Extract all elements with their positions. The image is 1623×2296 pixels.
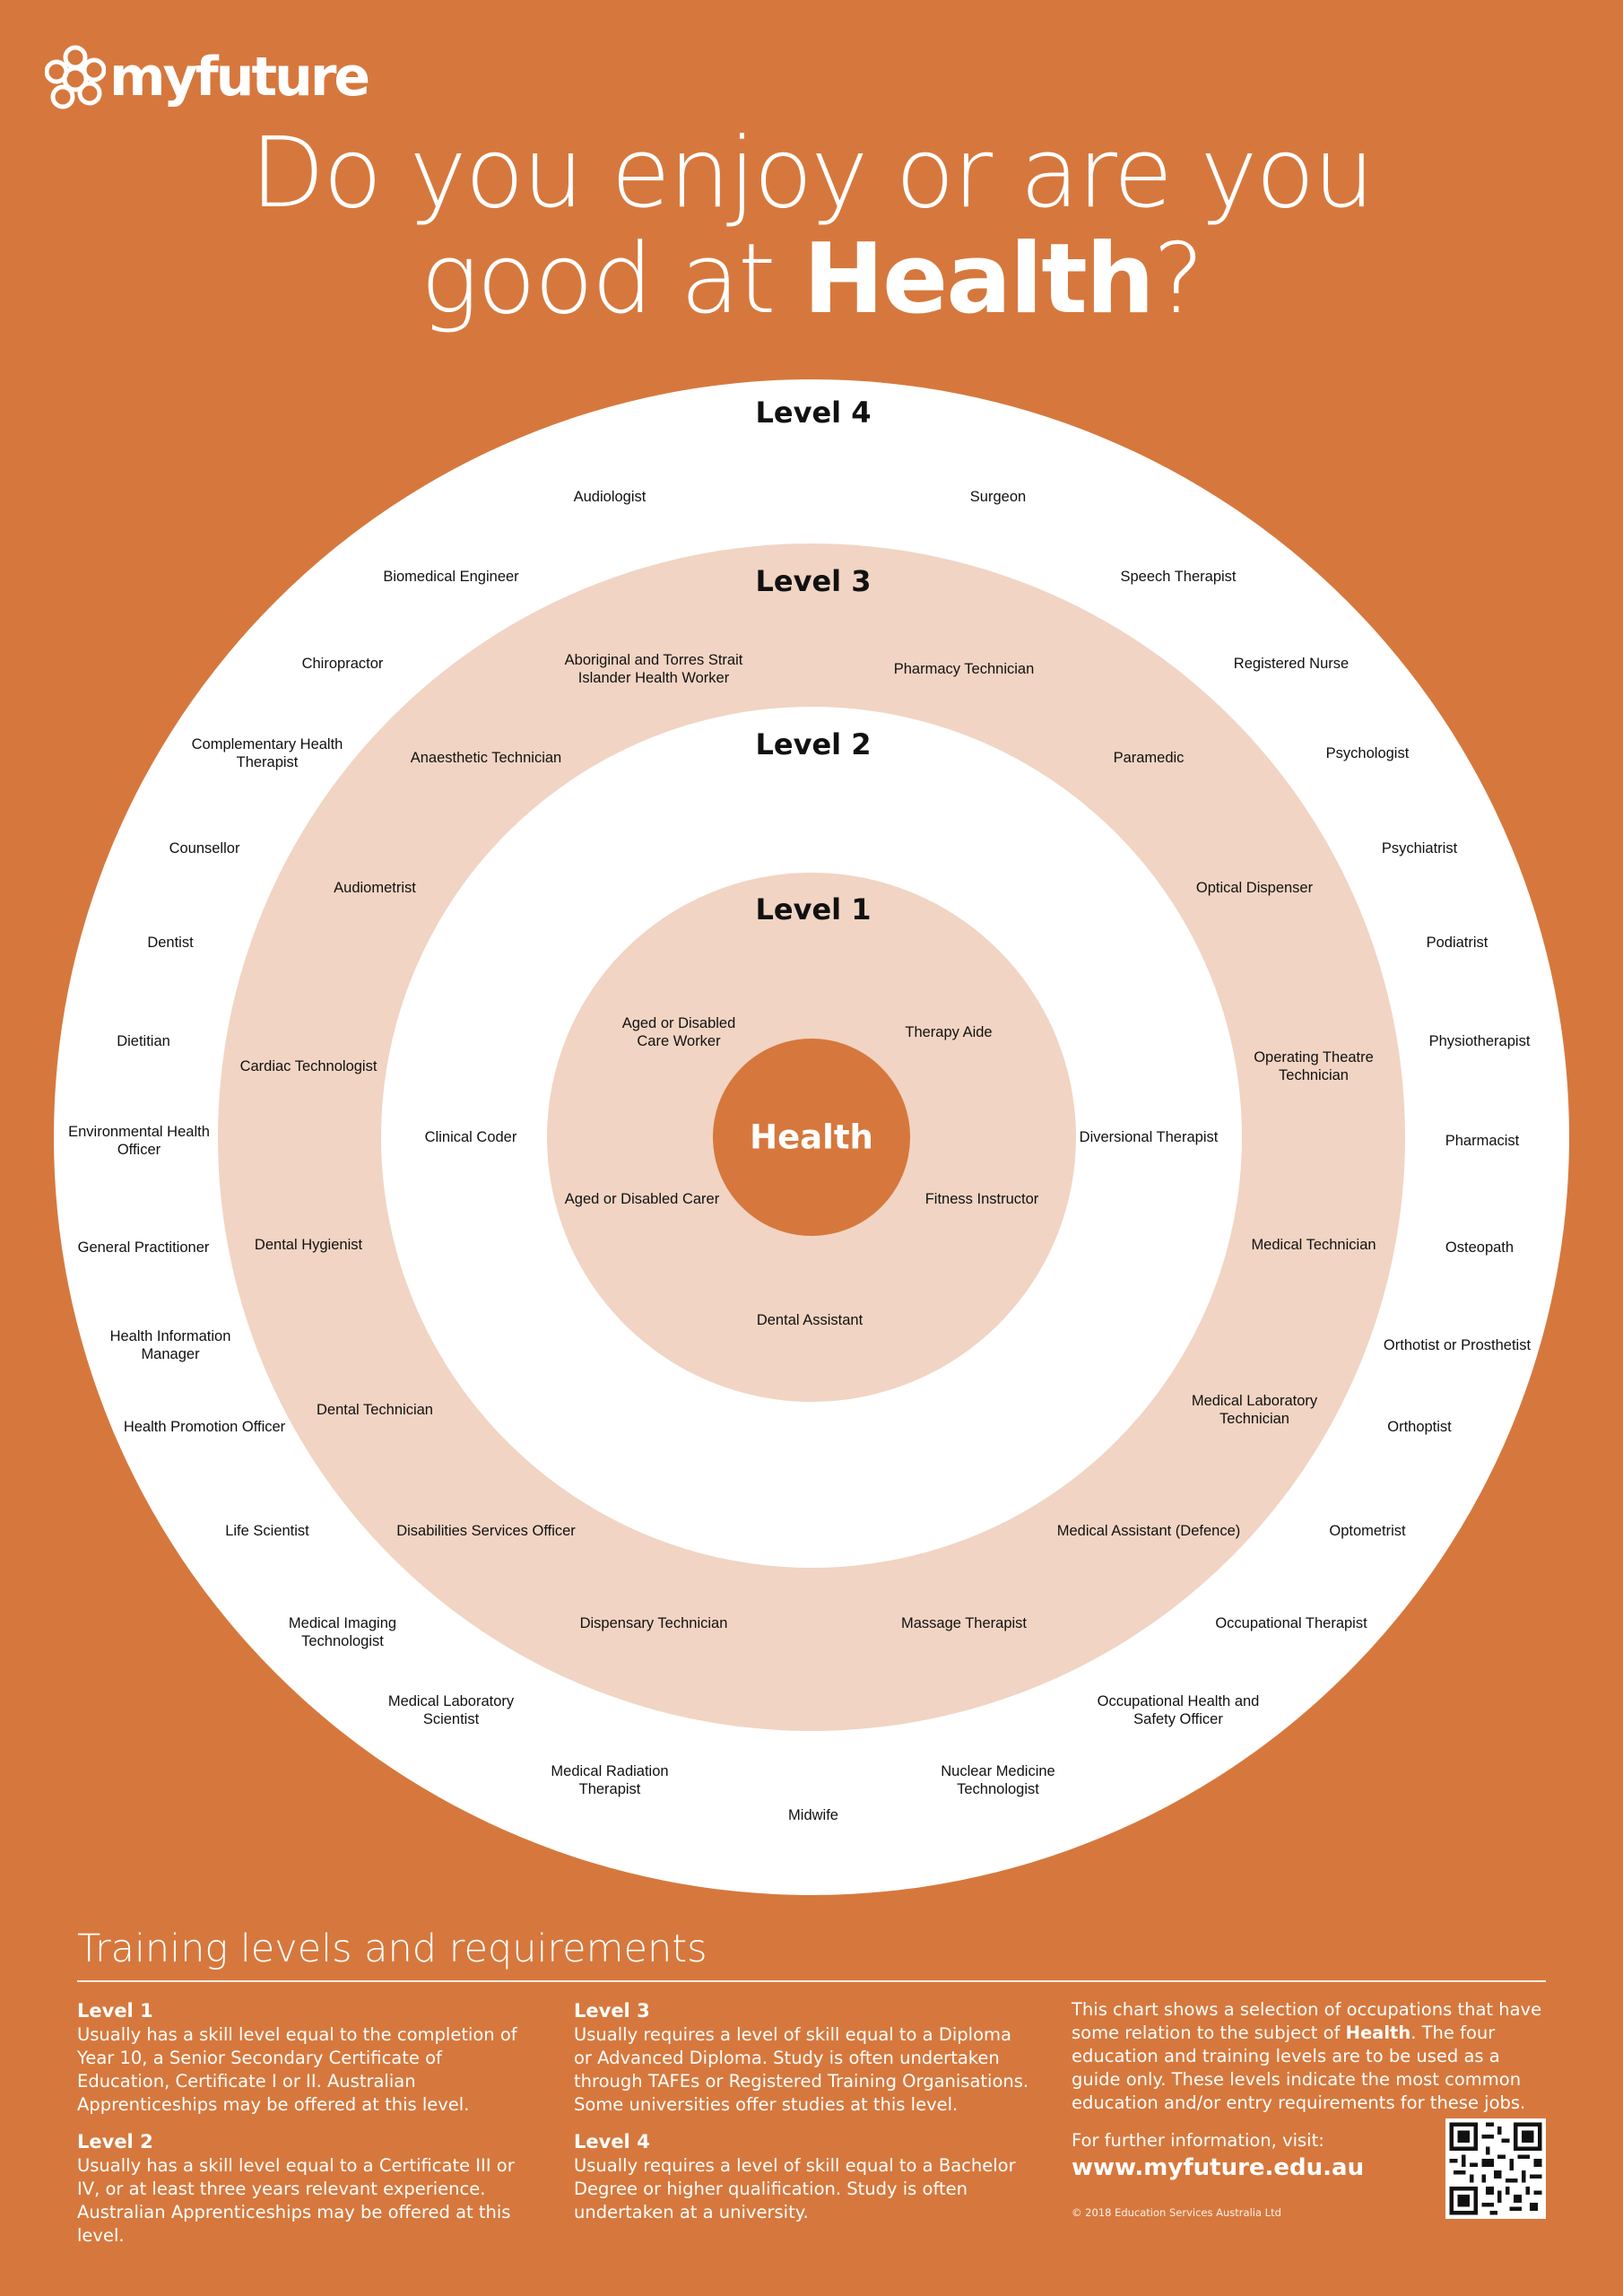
level-1-heading: Level 1 (77, 2000, 153, 2022)
myfuture-logo[interactable]: myfuture (45, 43, 370, 111)
logo-text: myfuture (109, 46, 370, 109)
occupation-item: Complementary Health Therapist (191, 736, 343, 770)
training-levels-title: Training levels and requirements (77, 1926, 707, 1971)
occupation-item: Chiropractor (301, 656, 384, 672)
occupation-item: Nuclear Medicine Technologist (941, 1763, 1055, 1797)
occupation-item: Disabilities Services Officer (396, 1523, 576, 1539)
occupation-item: Orthoptist (1387, 1419, 1452, 1435)
occupation-item: Diversional Therapist (1079, 1129, 1219, 1145)
occupation-item: Dentist (147, 935, 194, 951)
rings-graphic (54, 379, 1569, 1895)
level-3-heading: Level 3 (574, 2000, 650, 2022)
chart-explanation: This chart shows a selection of occupati… (1072, 1998, 1542, 2115)
occupation-item: Massage Therapist (900, 1615, 1028, 1631)
occupation-item: Medical Technician (1251, 1237, 1376, 1253)
occupation-item: General Practitioner (77, 1239, 210, 1256)
occupation-item: Audiologist (573, 489, 647, 505)
column-info: This chart shows a selection of occupati… (1072, 1998, 1542, 2179)
level-1-description: Usually has a skill level equal to the c… (77, 2024, 517, 2115)
occupation-item: Counsellor (169, 840, 240, 857)
headline-question-mark: ? (1152, 223, 1204, 335)
logo-flower-icon (45, 45, 106, 109)
occupation-item: Health Promotion Officer (123, 1419, 286, 1435)
headline-line-2: good at Health? (0, 227, 1623, 333)
occupation-item: Fitness Instructor (924, 1191, 1039, 1207)
occupation-item: Occupational Therapist (1215, 1615, 1367, 1631)
occupation-item: Aboriginal and Torres Strait Islander He… (564, 652, 743, 686)
occupation-item: Therapy Aide (905, 1024, 993, 1040)
level-3-label: Level 3 (755, 564, 872, 598)
website-link[interactable]: www.myfuture.edu.au (1072, 2154, 1365, 2181)
headline-text: good at (420, 223, 803, 335)
occupation-item: Medical Imaging Technologist (288, 1615, 397, 1649)
occupation-item: Anaesthetic Technician (410, 750, 562, 766)
occupation-item: Health Information Manager (109, 1328, 231, 1362)
headline-subject: Health (803, 223, 1155, 335)
occupation-item: Audiometrist (334, 880, 416, 896)
page-headline: Do you enjoy or are you good at Health? (0, 121, 1623, 333)
occupation-item: Registered Nurse (1233, 656, 1350, 672)
occupation-item: Dental Technician (317, 1402, 433, 1418)
occupation-item: Medical Laboratory Technician (1191, 1393, 1318, 1427)
qr-code-graphic (1445, 2118, 1546, 2219)
occupation-item: Pharmacy Technician (893, 661, 1035, 677)
occupation-item: Biomedical Engineer (383, 569, 519, 585)
occupation-item: Osteopath (1445, 1239, 1515, 1256)
occupation-item: Midwife (788, 1807, 838, 1823)
occupation-item: Life Scientist (225, 1523, 309, 1539)
occupation-item: Optical Dispenser (1195, 880, 1314, 896)
explanation-subject: Health (1345, 2022, 1411, 2043)
occupation-item: Surgeon (969, 489, 1027, 505)
level-2-heading: Level 2 (77, 2131, 153, 2152)
occupation-item: Operating Theatre Technician (1254, 1049, 1374, 1083)
occupation-item: Paramedic (1113, 750, 1185, 766)
occupation-item: Dispensary Technician (579, 1615, 728, 1631)
occupation-item: Physiotherapist (1428, 1033, 1531, 1049)
occupation-item: Cardiac Technologist (239, 1058, 378, 1074)
center-circle (713, 1039, 910, 1236)
level-4-heading: Level 4 (574, 2131, 650, 2152)
occupation-item: Optometrist (1329, 1523, 1406, 1539)
occupation-item: Clinical Coder (424, 1129, 517, 1145)
occupation-item: Podiatrist (1426, 935, 1488, 951)
occupation-item: Pharmacist (1445, 1133, 1520, 1149)
occupation-item: Medical Laboratory Scientist (387, 1693, 515, 1727)
occupation-item: Dental Hygienist (254, 1237, 363, 1253)
copyright: © 2018 Education Services Australia Ltd (1072, 2206, 1281, 2219)
divider (77, 1980, 1546, 1982)
column-levels-3-4: Level 3 Usually requires a level of skil… (574, 1998, 1031, 2237)
occupation-item: Dental Assistant (756, 1312, 864, 1328)
occupation-item: Medical Assistant (Defence) (1056, 1523, 1241, 1539)
occupation-item: Medical Radiation Therapist (551, 1763, 669, 1797)
level-4-description: Usually requires a level of skill equal … (574, 2155, 1016, 2222)
level-4-label: Level 4 (755, 396, 872, 430)
occupation-item: Aged or Disabled Care Worker (621, 1015, 736, 1049)
level-2-description: Usually has a skill level equal to a Cer… (77, 2155, 515, 2246)
occupation-level-diagram: Level 4 Level 3 Level 2 Level 1 Health A… (54, 377, 1569, 1897)
occupation-item: Dietitian (117, 1033, 170, 1049)
qr-code-icon[interactable] (1445, 2118, 1546, 2219)
column-levels-1-2: Level 1 Usually has a skill level equal … (77, 1998, 534, 2260)
occupation-item: Speech Therapist (1120, 569, 1237, 585)
occupation-item: Psychiatrist (1381, 840, 1458, 857)
explanation-text-end: . The four education and training levels… (1072, 2022, 1526, 2113)
occupation-item: Orthotist or Prosthetist (1383, 1337, 1532, 1353)
further-info-label: For further information, visit: (1072, 2130, 1324, 2151)
level-3-description: Usually requires a level of skill equal … (574, 2024, 1029, 2115)
occupation-item: Environmental Health Officer (68, 1124, 210, 1158)
explanation-text: This chart shows a selection of occupati… (1072, 1999, 1542, 2043)
center-subject-label: Health (750, 1118, 873, 1157)
occupation-item: Occupational Health and Safety Officer (1097, 1693, 1260, 1727)
headline-line-1: Do you enjoy or are you (250, 117, 1375, 230)
occupation-item: Psychologist (1325, 745, 1410, 761)
level-2-label: Level 2 (755, 727, 872, 761)
level-1-label: Level 1 (755, 892, 872, 926)
occupation-item: Aged or Disabled Carer (564, 1191, 720, 1207)
